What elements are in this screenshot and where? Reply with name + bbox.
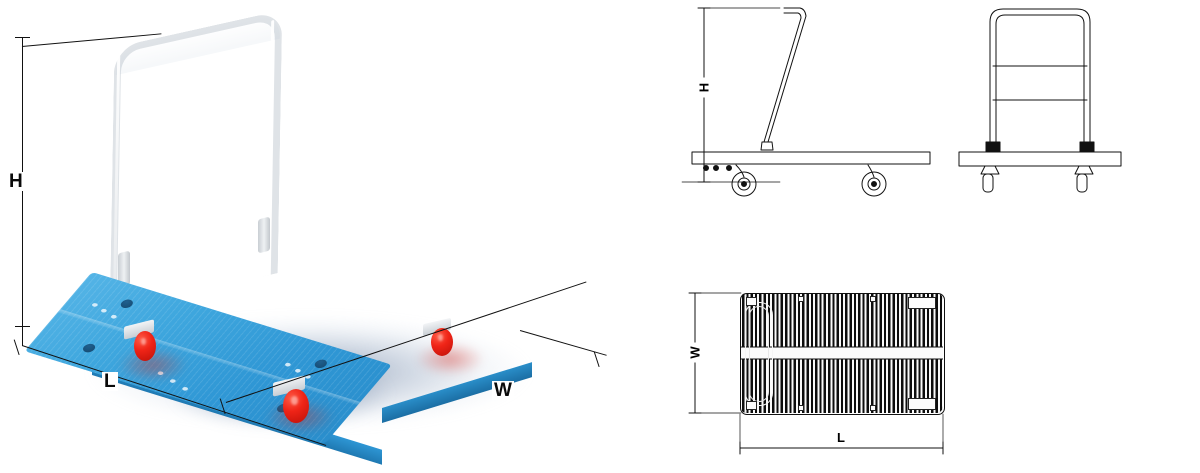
- side-handle-inner: [763, 12, 802, 143]
- front-caster-right-wheel: [1076, 173, 1088, 193]
- side-caster-right-axle: [871, 181, 877, 187]
- side-handle-socket: [760, 141, 774, 151]
- plan-view: W L: [665, 268, 965, 473]
- dim-corner-drop: [22, 326, 23, 346]
- front-caster-left-wheel: [982, 173, 994, 193]
- side-caster-left-tyre: [731, 171, 757, 197]
- side-caster-right-fork: [867, 164, 875, 178]
- plan-dim-label-l: L: [837, 430, 845, 445]
- plan-caster-plate: [908, 398, 936, 410]
- front-handle-inner: [995, 14, 1085, 151]
- front-caster-left-bracket: [980, 165, 1000, 175]
- side-caster-right-hub: [867, 177, 881, 191]
- plan-handle-loop-inner: [749, 306, 769, 402]
- side-caster-left-hub: [737, 177, 751, 191]
- photo-stage: H L W: [0, 0, 620, 473]
- dim-l-tick-start: [13, 339, 20, 356]
- caster-wheel-rear-right: [423, 317, 465, 363]
- dim-h-tick-top: [15, 37, 30, 38]
- front-caster-right-bracket: [1074, 165, 1094, 175]
- plan-platform-body: [740, 293, 943, 413]
- side-caster-left-axle: [741, 181, 747, 187]
- front-deck: [958, 151, 1122, 167]
- caster-wheel-rear-left: [124, 319, 166, 365]
- plan-center-band: [740, 346, 943, 360]
- side-caster-left-fork: [735, 164, 745, 178]
- plan-handle-loop-outer: [745, 302, 773, 406]
- dim-label-h: H: [7, 171, 25, 192]
- front-elevation-drawing: [955, 0, 1200, 215]
- side-elevation-view: H: [672, 0, 952, 215]
- plan-screw: [798, 296, 804, 302]
- dim-label-w: W: [492, 380, 514, 401]
- plan-screw: [870, 405, 876, 411]
- product-photo-view: H L W: [0, 0, 620, 473]
- side-mount: [726, 165, 732, 171]
- side-dim-label-h: H: [697, 77, 712, 98]
- side-elevation-drawing: H: [672, 0, 952, 215]
- side-mount: [713, 165, 719, 171]
- plan-caster-plate: [908, 297, 936, 309]
- plan-screw: [798, 405, 804, 411]
- plan-screw: [870, 296, 876, 302]
- front-elevation-view: [955, 0, 1200, 215]
- caster-wheel-front: [273, 375, 323, 429]
- plan-corner-mount: [746, 401, 757, 410]
- plan-view-drawing: W L: [665, 268, 965, 473]
- front-socket-left: [985, 141, 1001, 153]
- handle-socket-right: [258, 216, 270, 254]
- side-handle-outer: [767, 7, 807, 143]
- plan-corner-mount: [746, 297, 757, 306]
- side-mount: [703, 165, 709, 171]
- dim-label-l: L: [102, 371, 118, 392]
- side-caster-right-tyre: [861, 171, 887, 197]
- front-socket-right: [1079, 141, 1095, 153]
- plan-dim-label-w: W: [688, 342, 703, 363]
- front-handle-outer: [989, 8, 1091, 151]
- handle-tube: [109, 10, 283, 311]
- side-deck: [691, 151, 931, 165]
